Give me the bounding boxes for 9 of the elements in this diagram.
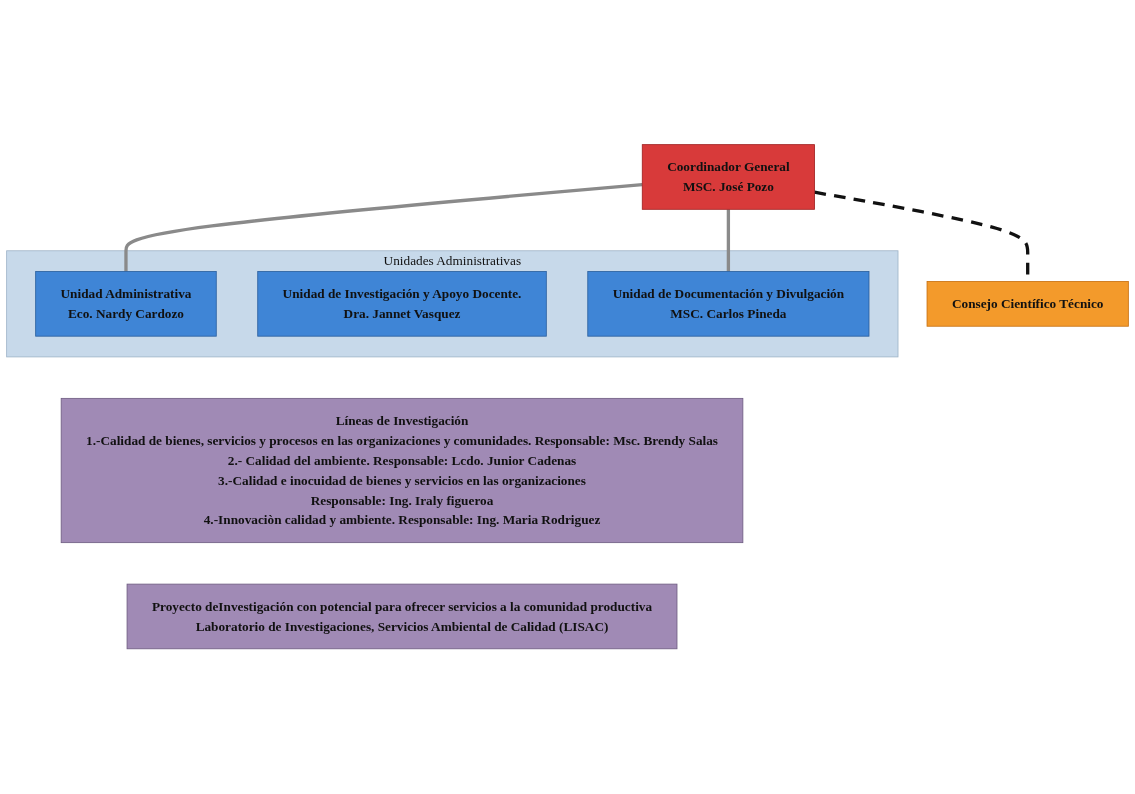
node-box: Coordinador General MSC. José Pozo (641, 144, 815, 210)
node-box: Unidad de Documentación y Divulgación MSC. Carlos Pineda (587, 271, 870, 337)
node-box: Unidad Administrativa Eco. Nardy Cardozo (35, 271, 217, 337)
node-box: Líneas de Investigación 1.-Calidad de bienes, servicios y procesos en las organizaciones y comunidades. Responsable: Msc. Brendy Salas 2.- Calidad del ambiente. Responsable: Lcdo. Junior Cadenas 3.-Calidad e inocuidad de bienes y servicios en las organizaciones Responsable: Ing. Iraly figueroa 4.-Innovaciòn calidad y ambiente. Responsable: Ing. Maria Rodriguez (60, 398, 744, 544)
node-box: Consejo Científico Técnico (926, 281, 1129, 327)
connector (124, 183, 643, 272)
node-box: Proyecto deInvestigación con potencial para ofrecer servicios a la comunidad productiva Laboratorio de Investigaciones, Servicios Ambiental de Calidad (LISAC) (126, 583, 678, 650)
node-box: Unidad de Investigación y Apoyo Docente. Dra. Jannet Vasquez (257, 271, 547, 337)
connector (726, 209, 731, 272)
